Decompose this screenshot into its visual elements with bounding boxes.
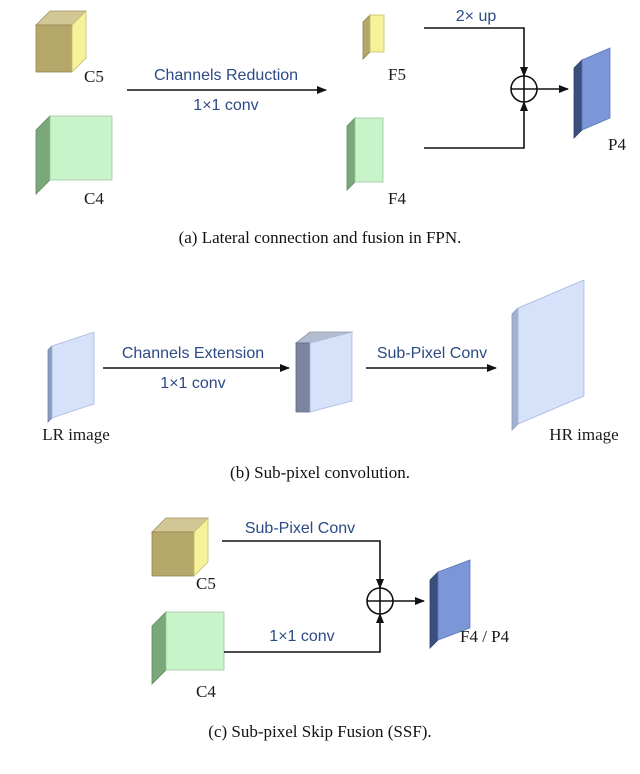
f4-p4-block <box>429 559 471 649</box>
p4-label: P4 <box>608 135 626 154</box>
panel-b: LR image Channels Extension 1×1 conv Sub… <box>42 279 619 482</box>
channels-extension-label: Channels Extension <box>122 345 264 362</box>
c4-label-c: C4 <box>196 682 216 701</box>
conv-1x1-label-b: 1×1 conv <box>160 375 225 392</box>
channels-reduction-label: Channels Reduction <box>154 67 298 84</box>
c5-label-c: C5 <box>196 574 216 593</box>
sum-node-c <box>366 587 394 615</box>
lateral-path <box>424 101 528 149</box>
caption-a: (a) Lateral connection and fusion in FPN… <box>179 228 462 247</box>
conv-1x1-label: 1×1 conv <box>193 97 258 114</box>
sum-node <box>510 75 538 103</box>
caption-c: (c) Sub-pixel Skip Fusion (SSF). <box>208 722 431 741</box>
upsample-path <box>424 27 528 77</box>
c5-block <box>35 10 87 73</box>
extended-feature-block <box>294 331 354 413</box>
f5-label: F5 <box>388 65 406 84</box>
c5-label: C5 <box>84 67 104 86</box>
lr-image-block <box>47 331 95 423</box>
sub-pixel-conv-label: Sub-Pixel Conv <box>377 345 487 362</box>
f4-p4-label: F4 / P4 <box>460 627 510 646</box>
p4-block <box>573 47 611 139</box>
panel-c: C5 C4 Sub-Pixel Conv 1×1 conv F4 / P4 (c… <box>151 517 510 741</box>
c5-block-c <box>151 517 209 577</box>
f5-block <box>362 14 385 60</box>
conv-1x1-path <box>224 613 384 653</box>
f4-block <box>346 117 384 191</box>
c4-label: C4 <box>84 189 104 208</box>
panel-a: C5 C4 Channels Reduction 1×1 conv F5 F4 … <box>35 8 626 247</box>
sub-pixel-path <box>222 540 384 589</box>
sub-pixel-conv-label-c: Sub-Pixel Conv <box>245 520 355 537</box>
hr-image-block <box>511 279 585 431</box>
caption-b: (b) Sub-pixel convolution. <box>230 463 410 482</box>
hr-image-label: HR image <box>549 425 618 444</box>
c4-block <box>35 115 113 195</box>
f4-label: F4 <box>388 189 406 208</box>
lr-image-label: LR image <box>42 425 110 444</box>
conv-1x1-label-c: 1×1 conv <box>269 628 334 645</box>
up-label: 2× up <box>456 8 497 25</box>
c4-block-c <box>151 611 225 685</box>
